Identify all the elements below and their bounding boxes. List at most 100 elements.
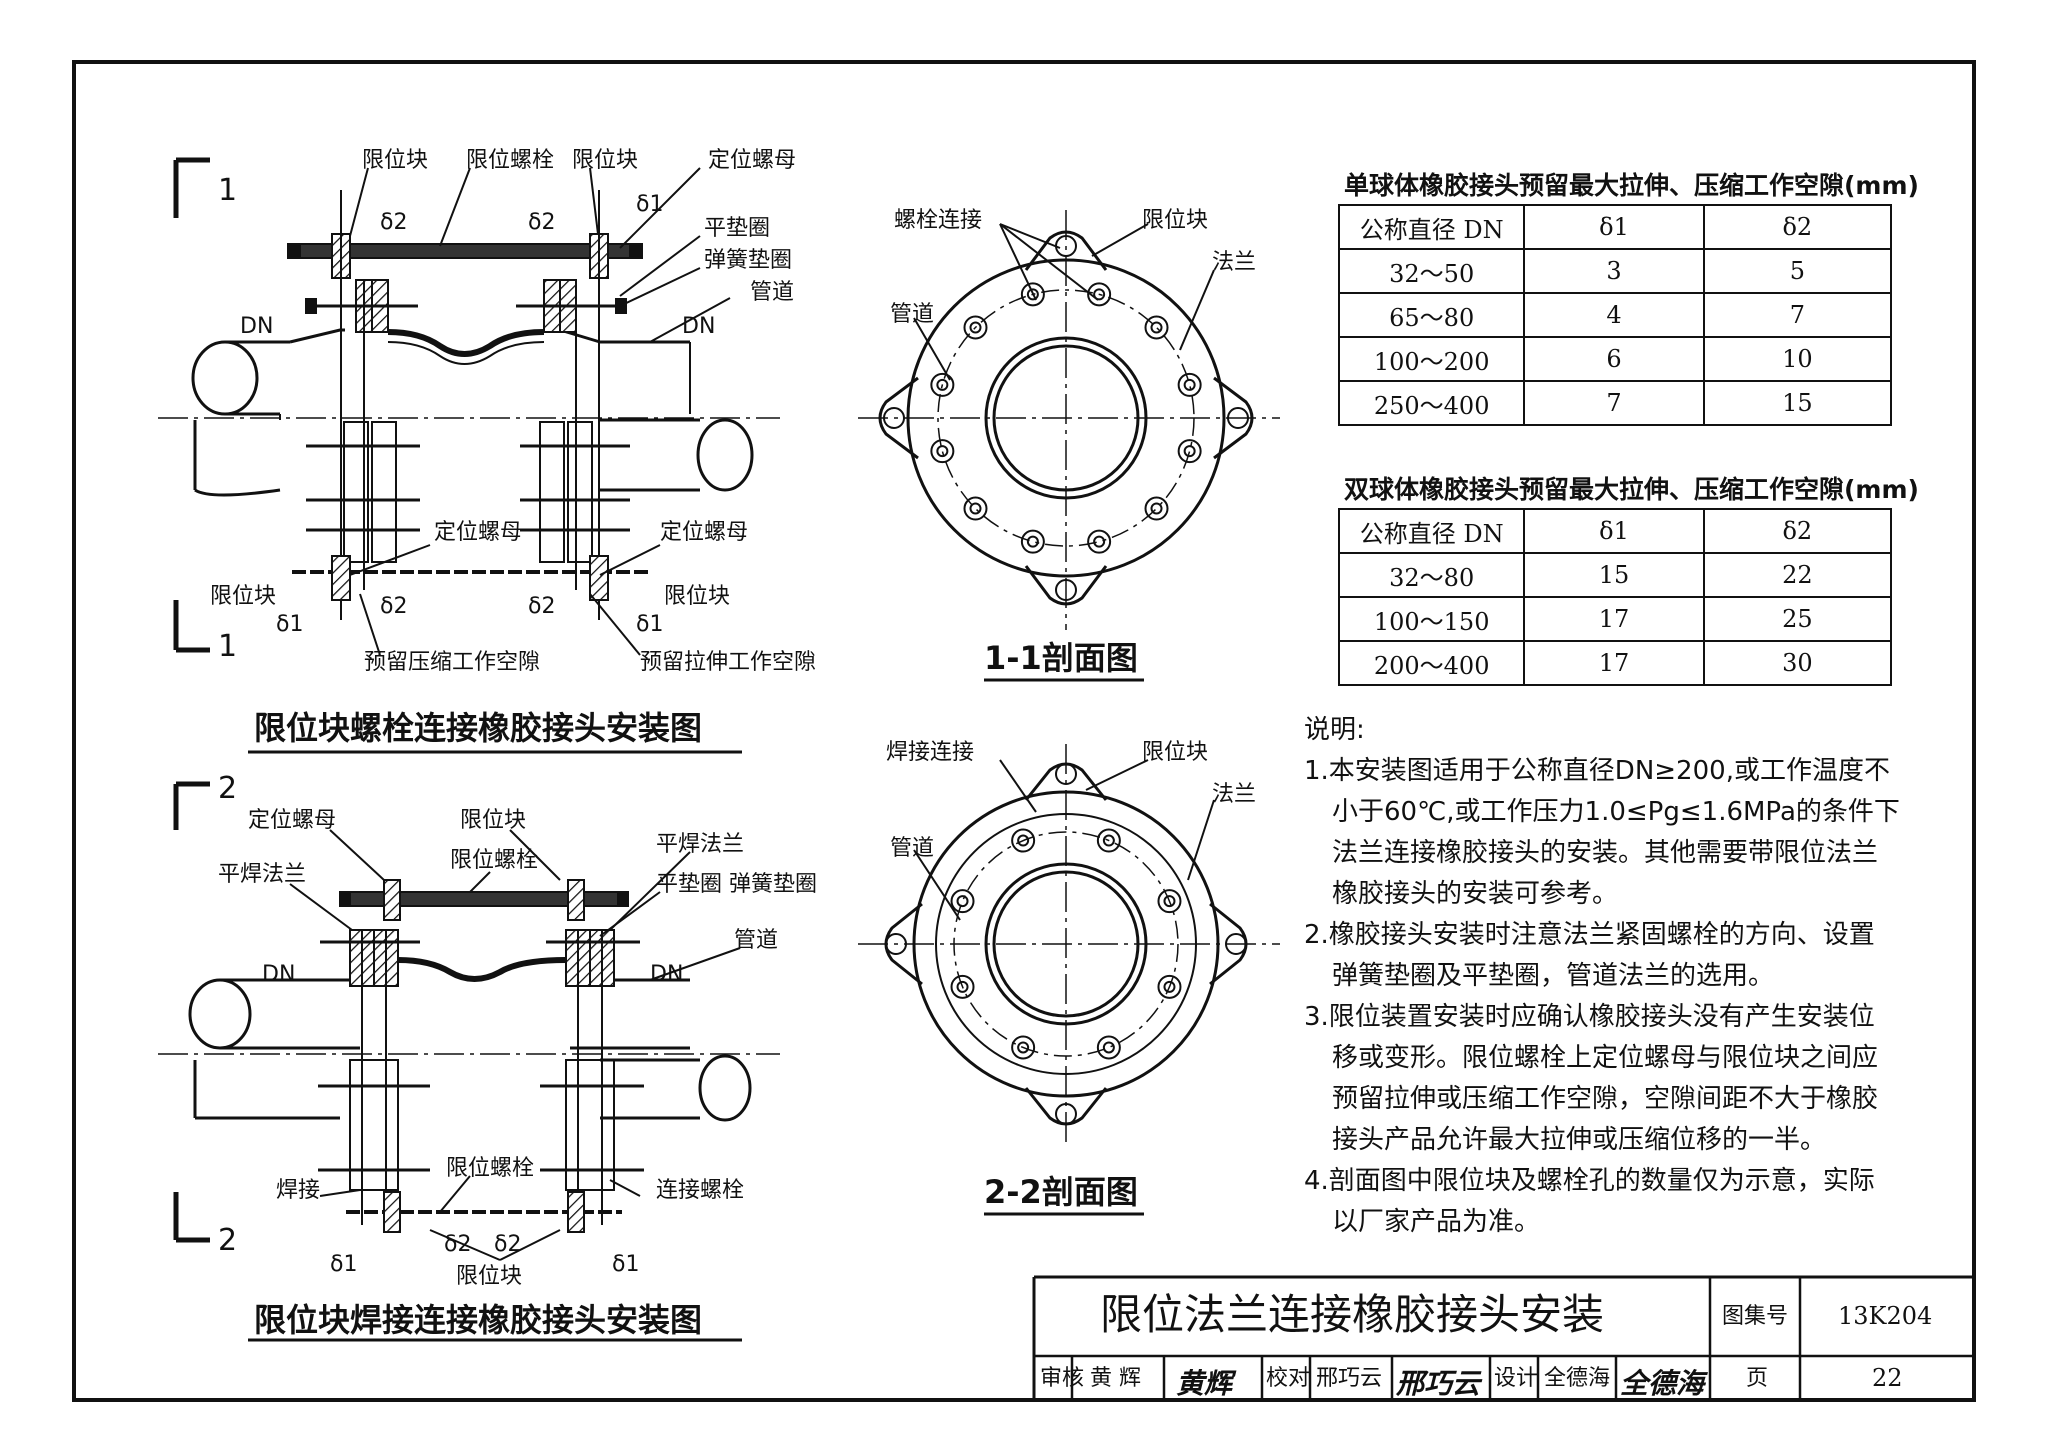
elevation1-drawing <box>158 157 780 656</box>
bolt-hole <box>1102 834 1115 847</box>
label-dn: DN <box>240 314 274 339</box>
elevation2-drawing <box>158 781 780 1261</box>
table-cell: 100～200 <box>1337 336 1526 382</box>
label-dn: DN <box>650 962 684 987</box>
label-limit-block: 限位块 <box>1142 740 1209 765</box>
bolt-hole <box>963 496 988 521</box>
table-cell: 7 <box>1523 380 1705 426</box>
note-item: 2.橡胶接头安装时注意法兰紧固螺栓的方向、设置 <box>1304 920 1875 950</box>
table-cell: 7 <box>1702 292 1893 338</box>
limit-block-bolt <box>1055 579 1077 601</box>
bolt-hole <box>969 321 982 334</box>
label-pipe: 管道 <box>750 280 795 305</box>
label-connecting-bolt: 连接螺栓 <box>656 1178 745 1203</box>
table-cell: 6 <box>1523 336 1705 382</box>
table-double-title: 双球体橡胶接头预留最大拉伸、压缩工作空隙(mm) <box>1344 475 1919 504</box>
label-delta1: δ1 <box>636 192 664 217</box>
section-mark-1-bottom: 1 <box>218 629 238 664</box>
table-cell: 22 <box>1702 552 1893 598</box>
bolt-hole <box>963 315 988 340</box>
bolt-hole <box>1163 895 1176 908</box>
reviewer-signature: 黄辉 <box>1176 1367 1233 1400</box>
bolt-hole <box>1183 445 1196 458</box>
bolt-hole <box>1177 439 1202 464</box>
label-limit-block: 限位块 <box>456 1264 523 1289</box>
label-limit-bolt: 限位螺栓 <box>450 848 539 873</box>
label-extension-gap: 预留拉伸工作空隙 <box>640 650 817 675</box>
review-label: 审核 <box>1040 1366 1085 1391</box>
note-continuation: 法兰连接橡胶接头的安装。其他需要带限位法兰 <box>1332 838 1879 868</box>
checker-signature: 邢巧云 <box>1396 1367 1481 1400</box>
bolt-hole <box>1163 980 1176 993</box>
bolt-hole <box>1020 529 1045 554</box>
label-delta2: δ2 <box>494 1232 522 1257</box>
bolt-hole <box>950 889 975 914</box>
bolt-hole <box>930 439 955 464</box>
bolt-hole <box>1026 535 1039 548</box>
table-header-cell: 公称直径 DN <box>1337 204 1526 250</box>
table-header-cell: 公称直径 DN <box>1337 508 1526 554</box>
label-delta2: δ2 <box>444 1232 472 1257</box>
label-dn: DN <box>682 314 716 339</box>
label-flange: 法兰 <box>1212 250 1257 275</box>
page-label: 页 <box>1746 1366 1769 1391</box>
bolt-hole <box>1011 1035 1036 1060</box>
table-cell: 250～400 <box>1337 380 1526 426</box>
table-cell: 25 <box>1702 596 1893 642</box>
bolt-hole <box>1150 321 1163 334</box>
label-limit-block: 限位块 <box>664 584 731 609</box>
label-delta1: δ1 <box>636 612 664 637</box>
note-continuation: 以厂家产品为准。 <box>1332 1207 1541 1237</box>
note-item: 3.限位装置安装时应确认橡胶接头没有产生安装位 <box>1304 1002 1875 1032</box>
table-cell: 65～80 <box>1337 292 1526 338</box>
reviewer-name: 黄 辉 <box>1090 1366 1141 1391</box>
note-continuation: 橡胶接头的安装可参考。 <box>1332 879 1619 909</box>
bolt-hole <box>1177 372 1202 397</box>
label-bolt-connection: 螺栓连接 <box>894 208 983 233</box>
section-mark-1-top: 1 <box>218 173 238 208</box>
checker-name: 邢巧云 <box>1316 1366 1383 1391</box>
bolt-hole <box>1183 378 1196 391</box>
bolt-hole <box>1011 828 1036 853</box>
table-header-cell: δ2 <box>1702 204 1893 250</box>
caption-section2: 2-2剖面图 <box>984 1173 1138 1211</box>
label-pipe: 管道 <box>890 302 935 327</box>
label-delta2: δ2 <box>380 594 408 619</box>
table-cell: 15 <box>1523 552 1705 598</box>
label-limit-block: 限位块 <box>1142 208 1209 233</box>
bolt-hole <box>1026 288 1039 301</box>
section2-drawing <box>858 744 1280 1146</box>
bolt-hole <box>1093 288 1106 301</box>
table-cell: 3 <box>1523 248 1705 294</box>
label-dn: DN <box>262 962 296 987</box>
note-continuation: 接头产品允许最大拉伸或压缩位移的一半。 <box>1332 1125 1827 1155</box>
label-delta1: δ1 <box>612 1252 640 1277</box>
caption-elevation2: 限位块焊接连接橡胶接头安装图 <box>254 1301 703 1339</box>
table-cell: 5 <box>1702 248 1893 294</box>
bolt-hole <box>1157 974 1182 999</box>
section1-drawing <box>858 210 1280 630</box>
label-limit-bolt: 限位螺栓 <box>466 148 555 173</box>
bolt-hole <box>1157 889 1182 914</box>
table-header-cell: δ2 <box>1702 508 1893 554</box>
bolt-hole <box>1017 1041 1030 1054</box>
table-cell: 100～150 <box>1337 596 1526 642</box>
notes-heading: 说明: <box>1304 715 1365 745</box>
label-limit-block: 限位块 <box>572 148 639 173</box>
table-cell: 32～80 <box>1337 552 1526 598</box>
bolt-hole <box>1017 834 1030 847</box>
label-flat-washer: 平垫圈 <box>704 216 771 241</box>
label-locating-nut: 定位螺母 <box>434 520 523 545</box>
designer-name: 全德海 <box>1544 1366 1611 1391</box>
bolt-hole <box>956 895 969 908</box>
label-limit-bolt: 限位螺栓 <box>446 1156 535 1181</box>
